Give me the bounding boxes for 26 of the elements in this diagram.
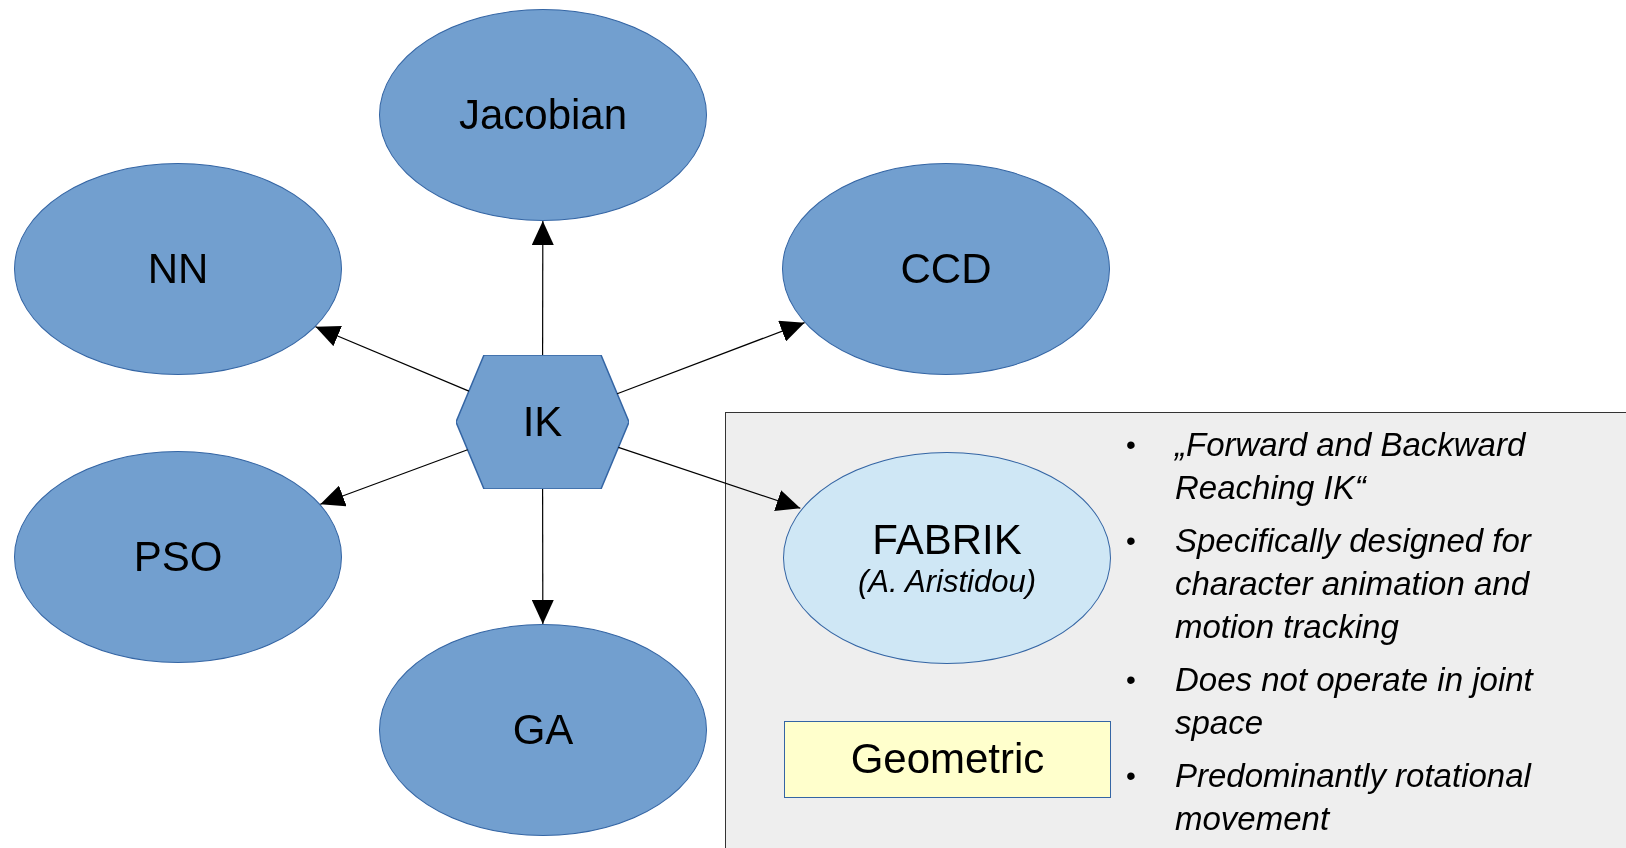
arrow xyxy=(531,220,554,356)
node-label: Geometric xyxy=(850,735,1045,784)
bullet-glyph: • xyxy=(1126,524,1137,558)
bullet-text: „Forward and Backward Reaching IK“ xyxy=(1175,425,1527,508)
node-label: FABRIK xyxy=(872,516,1022,565)
bullet-text: Predominantly rotational movement xyxy=(1175,756,1533,839)
bullet-text: Specifically designed for character animation and motion tracking xyxy=(1175,521,1533,647)
arrow xyxy=(616,320,806,395)
node-label: NN xyxy=(147,244,209,294)
node-label: Jacobian xyxy=(458,90,628,140)
bullet-glyph: • xyxy=(1126,428,1137,462)
hexagon-node xyxy=(456,355,629,489)
bullet-text: Does not operate in joint space xyxy=(1175,660,1535,743)
bullet-glyph: • xyxy=(1126,759,1137,793)
info-panel xyxy=(725,412,1626,848)
process-box xyxy=(784,721,1111,798)
node-label: GA xyxy=(512,705,574,755)
node-label: IK xyxy=(522,397,563,447)
author-text: (A. Aristidou) xyxy=(858,564,1036,600)
arrow xyxy=(617,446,801,512)
arrow xyxy=(319,449,469,507)
arrow xyxy=(531,488,554,625)
arrow xyxy=(314,325,470,392)
node-label: CCD xyxy=(900,244,992,294)
node-label: PSO xyxy=(133,532,223,582)
bullet-glyph: • xyxy=(1126,663,1137,697)
